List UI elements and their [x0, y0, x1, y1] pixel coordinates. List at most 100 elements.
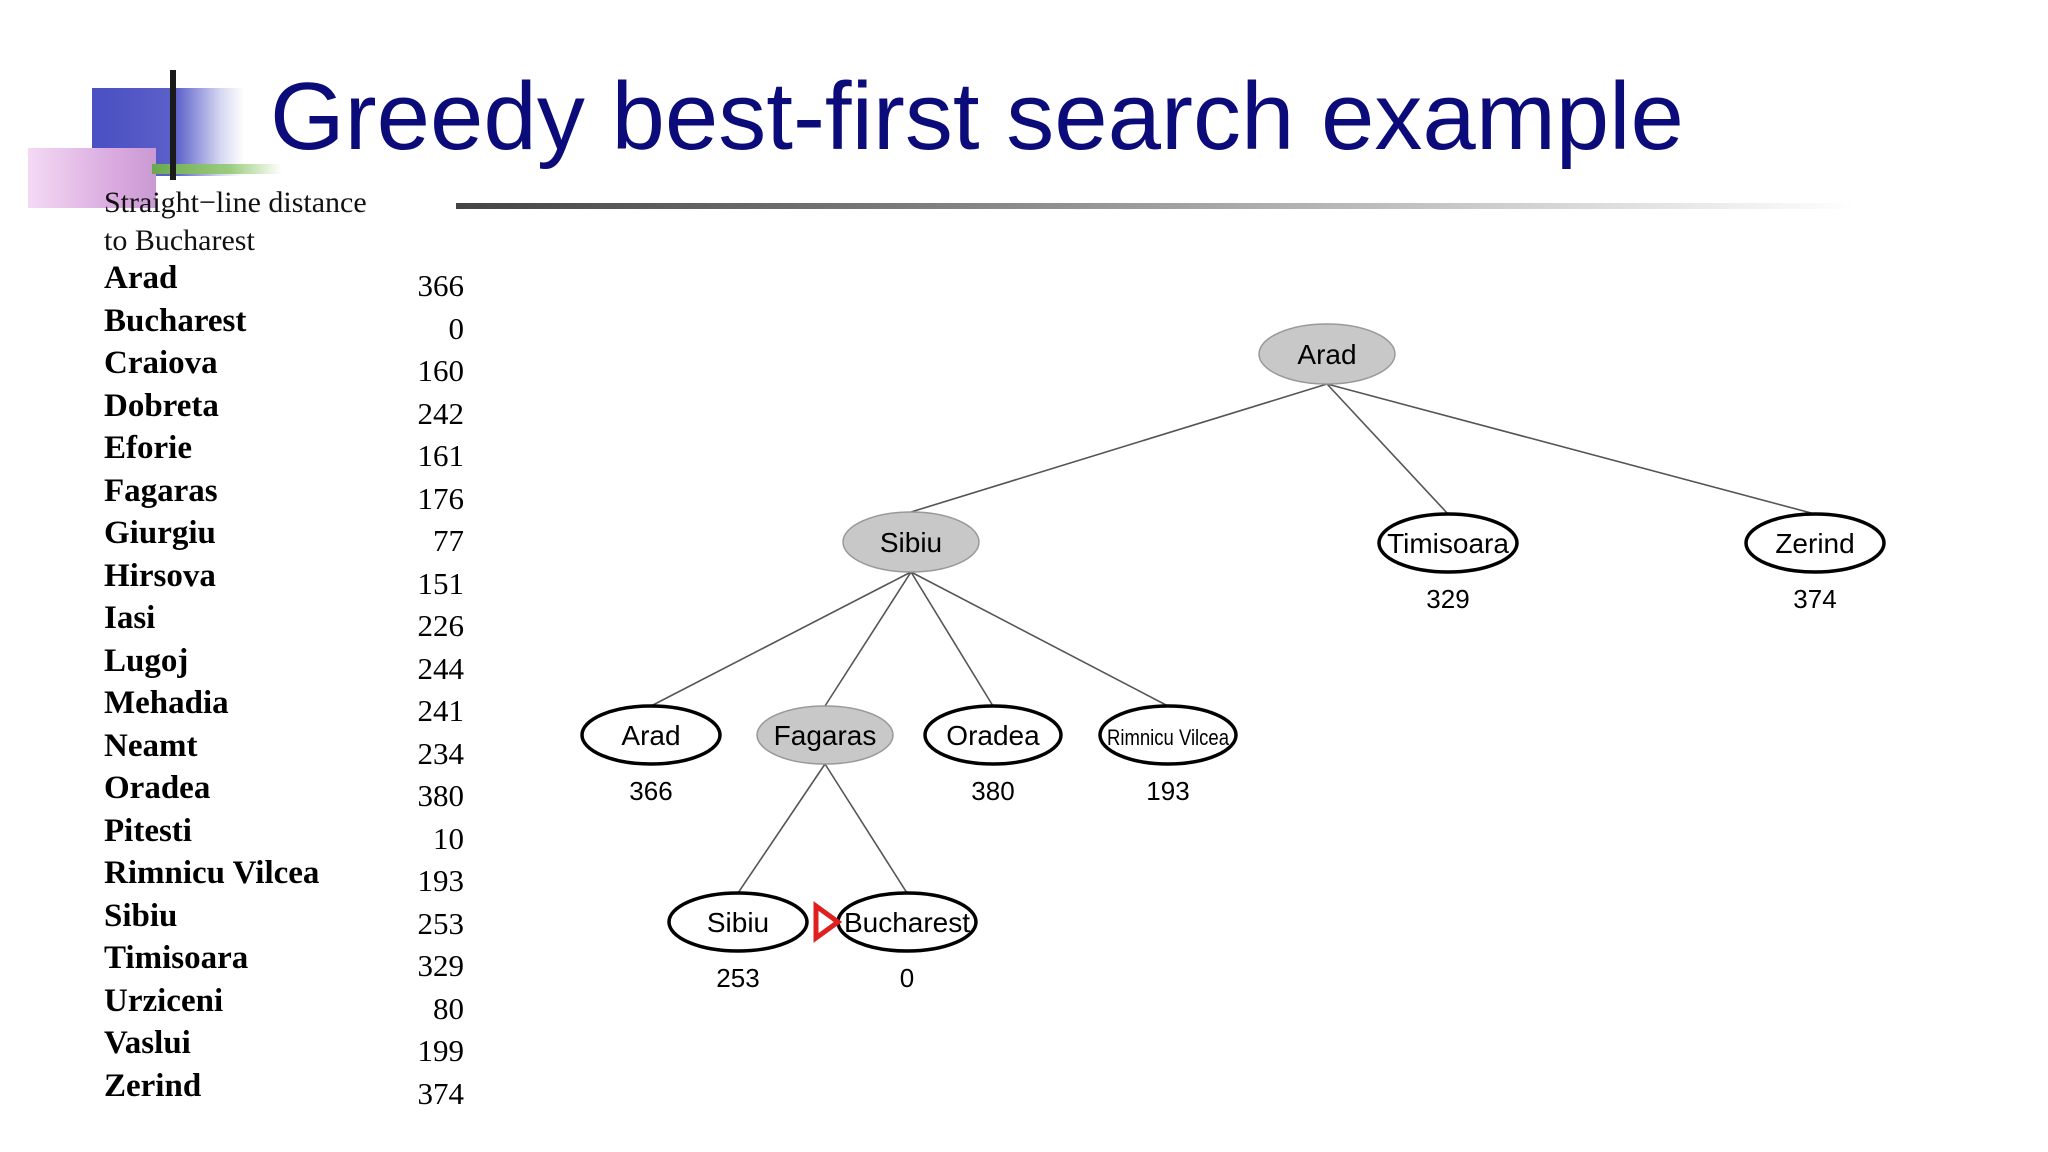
distance-value: 241 [417, 693, 465, 728]
node-heuristic-value: 374 [1793, 584, 1836, 614]
node-heuristic-value: 380 [971, 776, 1014, 806]
distance-value: 10 [433, 820, 464, 856]
node-ellipse [1258, 323, 1396, 385]
tree-edges [650, 383, 1816, 894]
tree-edge-sibiu-to-fagaras [824, 571, 912, 707]
table-header-line-1: Straight−line distance [104, 186, 367, 219]
node-ellipse [1377, 512, 1519, 574]
distance-value: 234 [417, 735, 465, 771]
node-label: Rimnicu Vilcea [1107, 725, 1230, 750]
node-label: Arad [1297, 339, 1356, 370]
table-row: Giurgiu 77 [104, 515, 464, 558]
distance-value: 253 [417, 905, 465, 941]
distance-value: 193 [417, 863, 465, 898]
table-row: Lugoj 244 [104, 643, 464, 686]
distance-value: 226 [417, 608, 465, 643]
decorative-vertical-line [170, 70, 176, 180]
tree-node-rimnicu-vilcea: Rimnicu Vilcea 193 [1098, 704, 1238, 806]
distance-value: 80 [433, 990, 464, 1026]
node-ellipse [756, 705, 894, 765]
distance-value: 374 [417, 1075, 465, 1111]
node-label: Zerind [1775, 528, 1854, 559]
city-name: Bucharest [104, 302, 247, 339]
city-name: Sibiu [104, 897, 178, 934]
node-heuristic-value: 253 [716, 963, 759, 993]
tree-node-fagaras: Fagaras [756, 705, 894, 765]
tree-node-arad-root: Arad [1258, 323, 1396, 385]
city-name: Vaslui [104, 1025, 191, 1061]
city-name: Neamt [104, 727, 198, 764]
node-label: Sibiu [707, 907, 769, 938]
node-heuristic-value: 193 [1146, 776, 1189, 806]
city-name: Iasi [104, 600, 156, 636]
tree-edge-sibiu-to-oradea [910, 571, 994, 707]
node-label: Sibiu [880, 527, 942, 558]
tree-edge-sibiu-to-arad-2 [650, 571, 912, 707]
tree-node-oradea: Oradea 380 [923, 704, 1063, 806]
distance-value: 0 [448, 310, 465, 346]
tree-edge-sibiu-to-rimnicu-vilcea [910, 571, 1169, 707]
distance-value: 380 [417, 778, 465, 813]
tree-edge-arad-root-to-sibiu [910, 383, 1328, 513]
city-name: Lugoj [104, 642, 189, 679]
city-name: Giurgiu [104, 515, 216, 551]
tree-edge-arad-root-to-zerind [1326, 383, 1816, 515]
city-name: Eforie [104, 430, 192, 466]
node-ellipse [842, 511, 980, 573]
table-row: Sibiu 253 [104, 898, 464, 941]
city-name: Timisoara [104, 940, 249, 976]
city-name: Arad [104, 260, 178, 296]
tree-edge-fagaras-to-sibiu-2 [737, 763, 826, 894]
distance-value: 151 [417, 565, 465, 601]
node-label: Bucharest [844, 907, 970, 938]
goal-marker-icon [813, 901, 843, 943]
tree-node-sibiu: Sibiu [842, 511, 980, 573]
node-heuristic-value: 329 [1426, 584, 1469, 614]
tree-edge-fagaras-to-bucharest [824, 763, 908, 894]
city-name: Hirsova [104, 557, 216, 594]
table-row: Mehadia 241 [104, 685, 464, 728]
decorative-green-bar [152, 164, 282, 174]
node-ellipse [667, 891, 809, 953]
title-underline-rule [456, 203, 1856, 209]
distance-value: 199 [417, 1033, 465, 1068]
tree-node-timisoara: Timisoara 329 [1377, 512, 1519, 614]
distance-value: 176 [417, 480, 465, 516]
node-ellipse [923, 704, 1063, 766]
tree-node-sibiu-2: Sibiu 253 [667, 891, 809, 993]
tree-node-zerind: Zerind 374 [1744, 512, 1886, 614]
node-label: Oradea [946, 720, 1040, 751]
table-row: Iasi 226 [104, 600, 464, 643]
table-row: Arad 366 [104, 260, 464, 303]
tree-edge-arad-root-to-timisoara [1326, 383, 1449, 515]
table-header-line-2: to Bucharest [104, 224, 255, 257]
table-row: Pitesti 10 [104, 813, 464, 856]
distance-value: 244 [417, 650, 465, 686]
distance-value: 161 [417, 438, 465, 473]
distance-value: 366 [417, 268, 465, 303]
table-row: Bucharest 0 [104, 303, 464, 346]
node-ellipse [580, 704, 722, 766]
city-name: Dobreta [104, 387, 219, 424]
city-name: Mehadia [104, 685, 229, 721]
distance-value: 329 [417, 948, 465, 983]
table-row: Vaslui 199 [104, 1025, 464, 1068]
distance-value: 77 [433, 523, 464, 558]
city-name: Urziceni [104, 982, 224, 1019]
table-row: Hirsova 151 [104, 558, 464, 601]
city-name: Craiova [104, 345, 218, 381]
slide-title: Greedy best-first search example [270, 63, 1684, 170]
node-label: Timisoara [1387, 528, 1509, 559]
table-row: Eforie 161 [104, 430, 464, 473]
decorative-pink-square [28, 148, 156, 208]
city-name: Pitesti [104, 812, 192, 849]
